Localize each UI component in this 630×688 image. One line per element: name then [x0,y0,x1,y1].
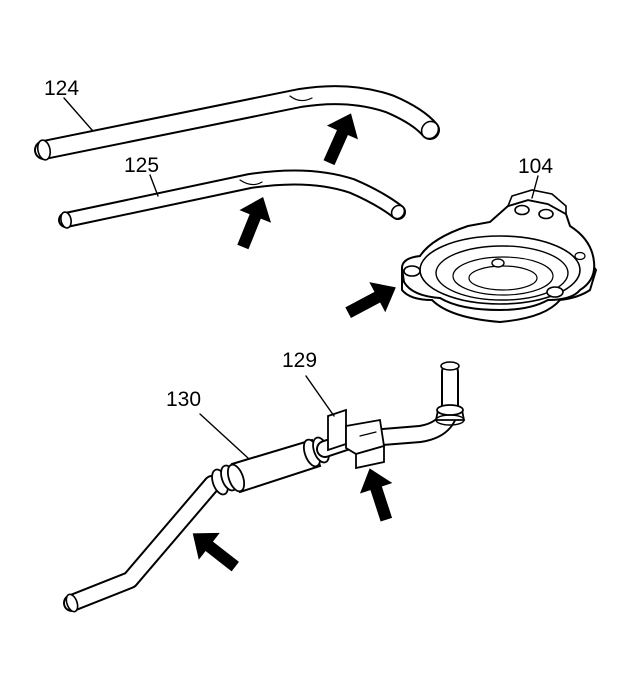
leader-124 [63,97,93,131]
leader-130 [199,413,249,459]
callout-104: 104 [518,155,553,178]
leader-104 [531,175,539,199]
arrow-to-129 [353,463,403,525]
callout-130: 130 [166,388,201,411]
callout-125: 125 [124,154,159,177]
bracket-129 [327,361,466,470]
arrow-to-104 [340,272,404,328]
tube-125 [58,169,406,229]
hose-130 [63,431,361,613]
tube-124 [34,85,440,161]
callout-124: 124 [44,77,79,100]
cover-104 [400,189,598,324]
arrow-to-125 [227,190,279,254]
arrow-to-124 [313,106,367,170]
leader-129 [305,375,335,417]
callout-129: 129 [282,349,317,372]
arrow-to-130 [182,519,246,581]
leader-125 [149,174,159,197]
